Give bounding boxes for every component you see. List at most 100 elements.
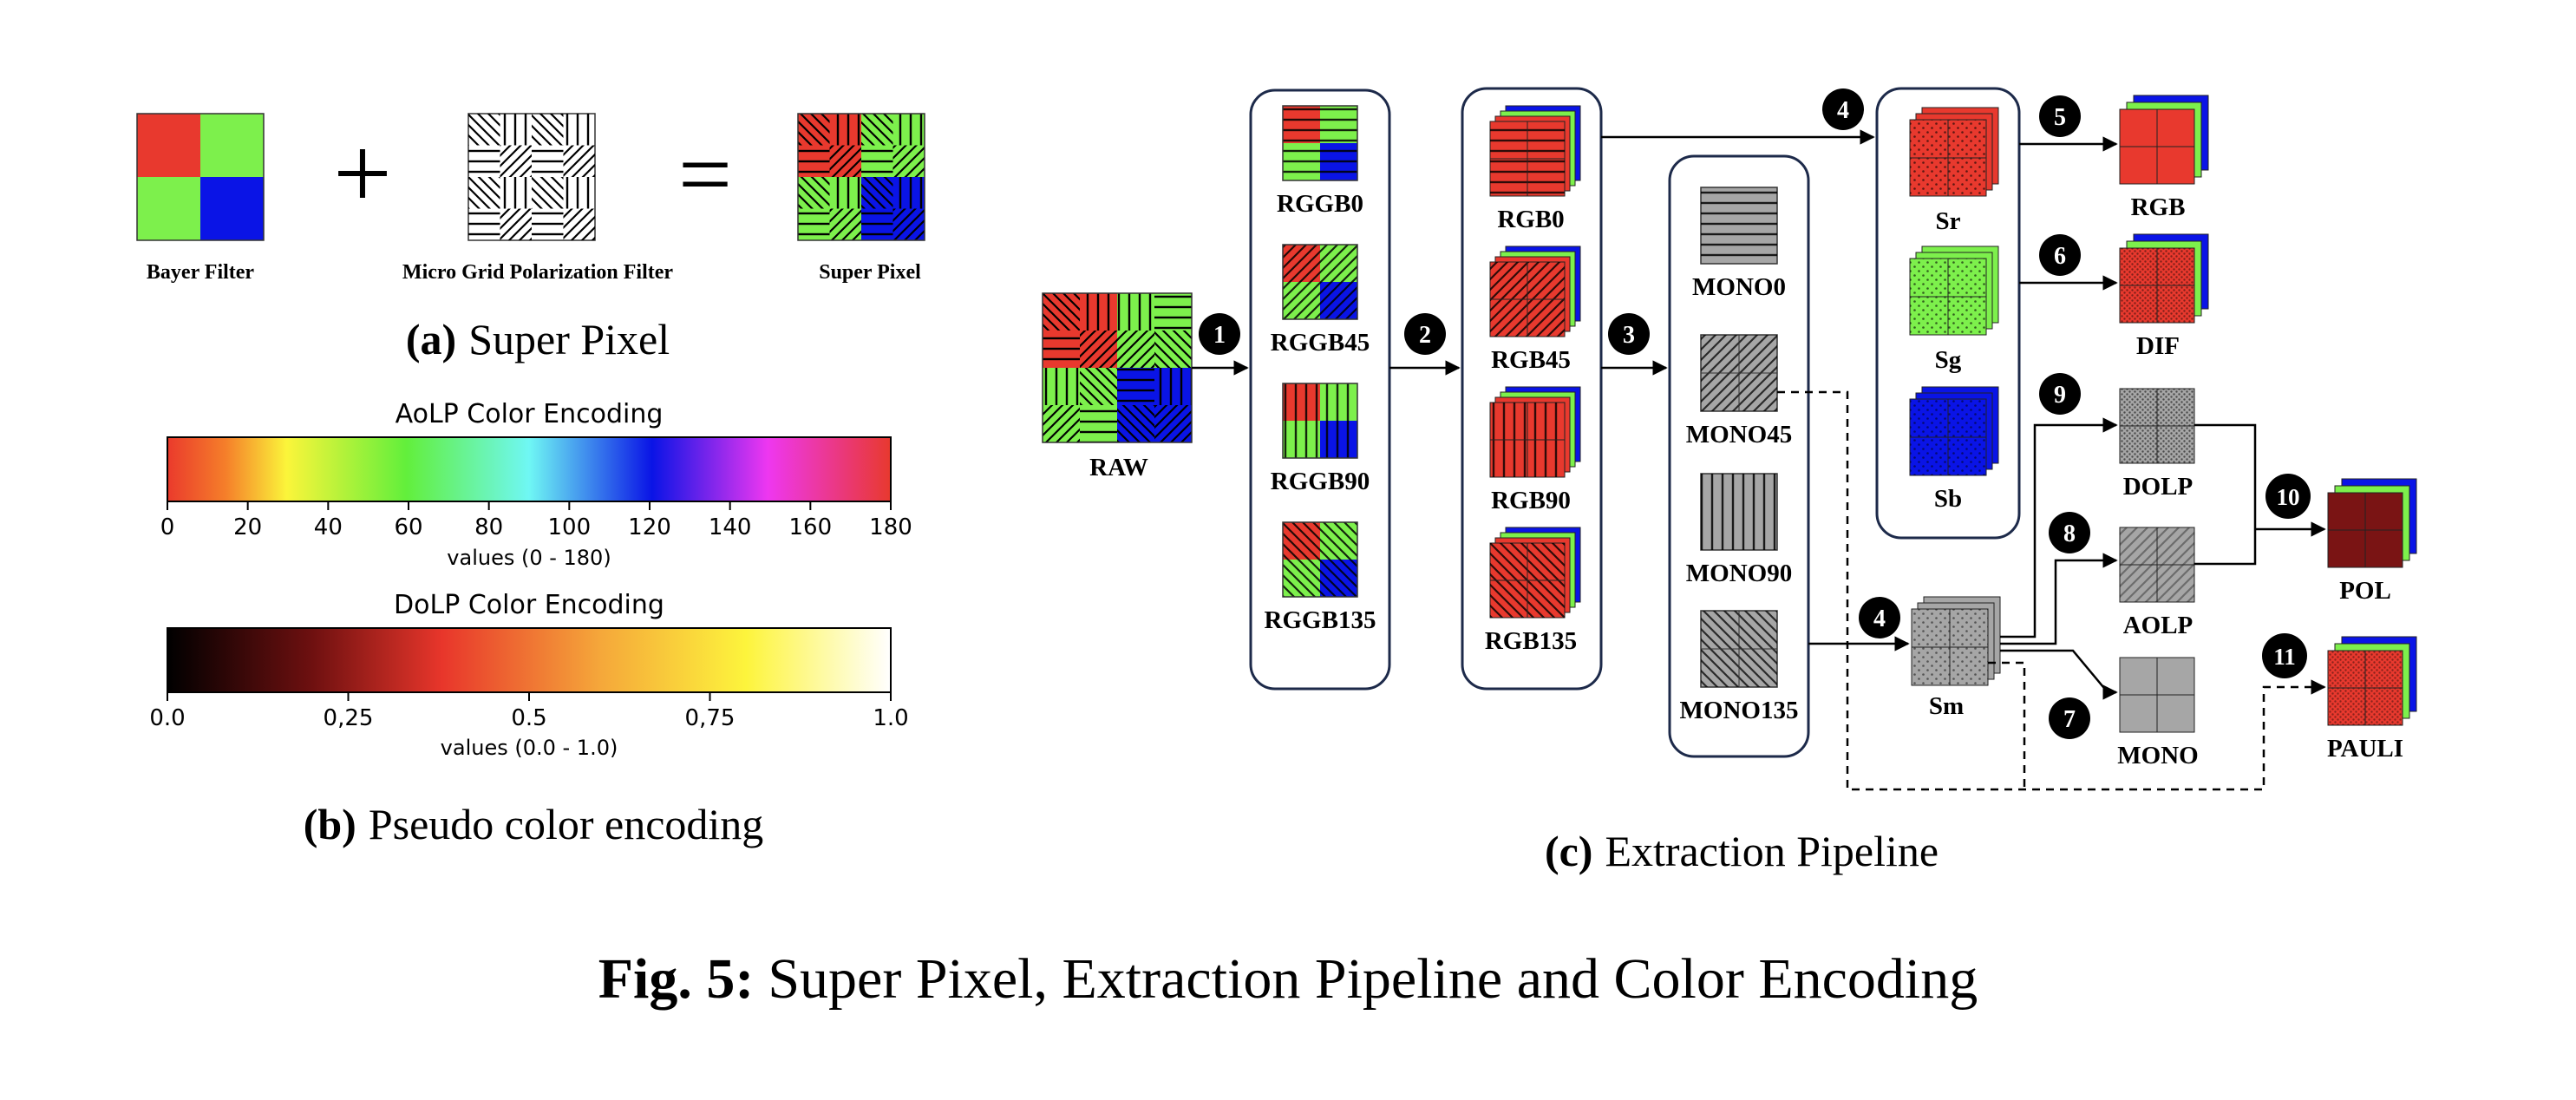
dashed-mono45-to-pauli: [1777, 390, 2326, 791]
dolp-range-label: values (0.0 - 1.0): [441, 736, 618, 760]
line-dolp-aolp-join: [2194, 423, 2257, 566]
mono90-graphic: [1700, 473, 1778, 551]
mono0-graphic: [1700, 187, 1778, 265]
step-marker-7: 7: [2049, 697, 2090, 739]
colorbar-tick-label: 140: [709, 514, 752, 540]
rgb90-stack: [1489, 386, 1581, 478]
mono45-graphic: [1700, 334, 1778, 412]
mono45-label: MONO45: [1686, 421, 1792, 449]
step-marker-4a: 4: [1822, 88, 1864, 130]
rggb90-graphic: [1282, 383, 1358, 459]
rggb135-label: RGGB135: [1265, 606, 1376, 634]
colorbar-tick-label: 100: [548, 514, 592, 540]
step-markers: 1 2 3 4 4 5 6 9 8 7 10 11: [1199, 88, 2311, 739]
plus-sign: +: [333, 115, 392, 231]
output-mono-label: MONO: [2117, 742, 2198, 769]
rgb0-label: RGB0: [1497, 206, 1564, 233]
step-marker-5: 5: [2039, 95, 2081, 137]
step-2-number: 2: [1419, 322, 1431, 349]
colorbar-tick-label: 80: [474, 514, 503, 540]
output-dolp-graphic: [2119, 388, 2195, 464]
super-pixel-panel: Bayer Filter + Micro Grid Polarization F…: [136, 113, 925, 363]
sg-label: Sg: [1935, 346, 1962, 374]
sb-stack: [1909, 386, 1999, 476]
rgb135-label: RGB135: [1485, 627, 1577, 655]
step-marker-1: 1: [1199, 313, 1240, 355]
step-10-number: 10: [2277, 484, 2300, 510]
output-aolp-label: AOLP: [2123, 612, 2194, 639]
output-dif-label: DIF: [2136, 332, 2180, 360]
step-1-number: 1: [1213, 322, 1226, 349]
rggb0-label: RGGB0: [1277, 190, 1363, 218]
pipeline-panel: RAW RGGB0 RGGB45 RGGB90: [1042, 87, 2417, 875]
colorbar-tick-label: 160: [789, 514, 833, 540]
colorbar-tick-label: 0,25: [324, 705, 374, 731]
caption-a: (a)Super Pixel: [406, 315, 670, 363]
dashed-sm-to-pauli: [1988, 661, 2026, 789]
step-marker-10: 10: [2265, 474, 2311, 519]
dolp-title: DoLP Color Encoding: [394, 590, 664, 620]
step-marker-11: 11: [2262, 633, 2307, 678]
colorbar-tick-label: 0: [160, 514, 175, 540]
output-dolp-label: DOLP: [2123, 473, 2194, 501]
colorbar-tick-label: 0,75: [685, 705, 736, 731]
mono0-label: MONO0: [1692, 273, 1786, 301]
dolp-colorbar: [167, 627, 892, 693]
figure-caption: Fig. 5:Super Pixel, Extraction Pipeline …: [598, 947, 1978, 1011]
mono-group-box: [1668, 154, 1810, 758]
step-3-number: 3: [1623, 322, 1635, 349]
caption-b: (b)Pseudo color encoding: [304, 800, 764, 848]
colorbar-tick-label: 0.5: [511, 705, 546, 731]
step-9-number: 9: [2054, 382, 2066, 409]
polarization-filter-label: Micro Grid Polarization Filter: [402, 261, 673, 284]
raw-label: RAW: [1089, 454, 1148, 481]
rggb135-graphic: [1282, 521, 1358, 598]
rgb0-stack: [1489, 105, 1581, 197]
sr-stack: [1909, 107, 1999, 197]
step-marker-2: 2: [1404, 313, 1446, 355]
output-aolp-graphic: [2119, 527, 2195, 603]
step-marker-9: 9: [2039, 373, 2081, 415]
step-marker-6: 6: [2039, 234, 2081, 276]
colorbar-tick-label: 1.0: [873, 705, 908, 731]
bayer-filter-graphic: [136, 113, 265, 241]
step-8-number: 8: [2063, 521, 2076, 547]
rggb0-graphic: [1282, 105, 1358, 181]
arrow-sm-to-mono: [2000, 649, 2118, 700]
rgb-group-box: [1461, 87, 1603, 691]
output-pol-label: POL: [2339, 577, 2391, 605]
caption-c: (c)Extraction Pipeline: [1545, 827, 1939, 875]
step-marker-8: 8: [2049, 512, 2090, 553]
mono135-label: MONO135: [1680, 697, 1799, 724]
caption-c-text: Extraction Pipeline: [1605, 827, 1939, 875]
rggb45-graphic: [1282, 244, 1358, 320]
step-11-number: 11: [2273, 644, 2296, 670]
raw-graphic: [1042, 292, 1193, 443]
dolp-ticks: 0.0 0,25 0.5 0,75 1.0: [149, 692, 909, 731]
output-pauli-stack: [2327, 636, 2417, 726]
output-dif-stack: [2119, 233, 2209, 324]
colorbar-tick-label: 20: [233, 514, 262, 540]
caption-c-letter: (c): [1545, 827, 1593, 875]
output-pauli-label: PAULI: [2327, 735, 2403, 763]
caption-a-text: Super Pixel: [468, 315, 670, 363]
figure-caption-label: Fig. 5:: [598, 947, 755, 1011]
caption-a-letter: (a): [406, 315, 456, 363]
step-4b-number: 4: [1873, 606, 1886, 632]
stokes-group-box: [1875, 87, 2021, 540]
sr-label: Sr: [1936, 207, 1961, 235]
rgb45-stack: [1489, 246, 1581, 337]
pipeline-connectors: [1192, 129, 2326, 791]
output-mono-graphic: [2119, 657, 2195, 733]
caption-b-text: Pseudo color encoding: [369, 800, 763, 848]
colorbar-tick-label: 0.0: [149, 705, 185, 731]
aolp-range-label: values (0 - 180): [447, 546, 611, 570]
mono135-graphic: [1700, 610, 1778, 688]
bayer-filter-label: Bayer Filter: [147, 261, 255, 284]
rgb45-label: RGB45: [1491, 346, 1571, 374]
rggb-group-box: [1249, 88, 1391, 691]
arrow-sm-to-aolp: [2000, 553, 2118, 645]
